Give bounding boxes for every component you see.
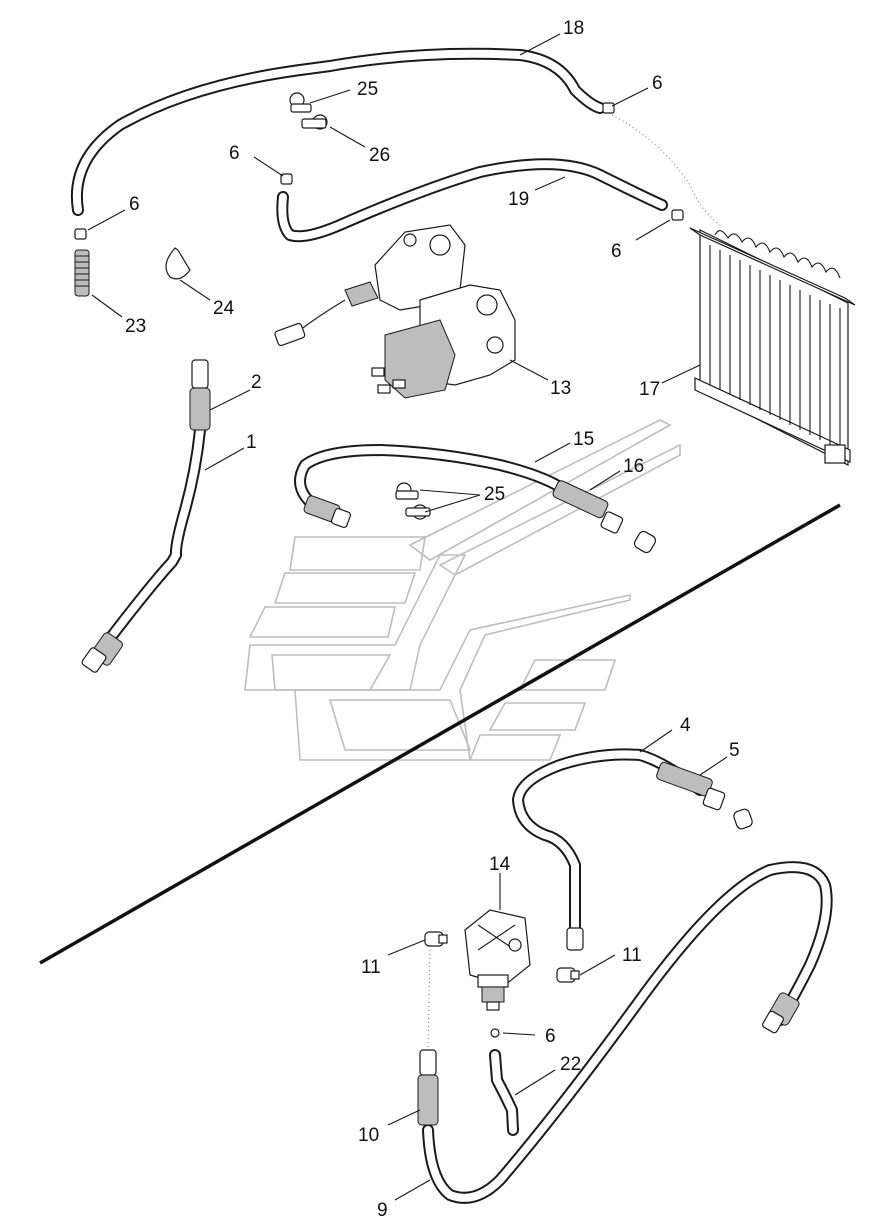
callout-5: 5: [729, 740, 740, 761]
callout-6-upper-mid: 6: [229, 143, 240, 164]
spring-23: [74, 249, 90, 297]
callout-23: 23: [125, 316, 146, 337]
hose-clamp-6d: [671, 209, 684, 221]
assembly-path-line: [611, 114, 721, 226]
oil-cooler-17: [689, 227, 856, 466]
callout-16: 16: [623, 456, 644, 477]
coolant-hose-18: [71, 47, 606, 216]
hose-end-fitting-lower: [81, 632, 123, 673]
callout-6-bottom: 6: [545, 1026, 556, 1047]
hose-assembly-15: [294, 444, 566, 529]
elbow-fitting-11b: [556, 967, 580, 983]
hose-assembly-4: [512, 748, 706, 951]
hose-clamp-6b: [280, 173, 293, 185]
callout-1: 1: [246, 432, 257, 453]
hose-fitting-10: [417, 1049, 439, 1126]
callout-11-left: 11: [361, 957, 381, 978]
leader-lines: [87, 33, 728, 1201]
p-clip-26: [301, 114, 328, 130]
p-clip-25b: [395, 482, 431, 520]
callout-26: 26: [369, 145, 390, 166]
callout-6-right: 6: [611, 241, 622, 262]
callout-17: 17: [639, 379, 660, 400]
hose-clamp-6a: [602, 102, 615, 114]
callout-6-top-right: 6: [652, 73, 663, 94]
elbow-fitting-11a: [424, 931, 448, 947]
hose-assembly-1: [99, 369, 206, 651]
hose-fitting-16: [552, 480, 624, 534]
callout-18: 18: [563, 18, 584, 39]
hose-clamp-6c: [74, 228, 87, 240]
callout-2: 2: [251, 372, 262, 393]
o-ring-6: [490, 1028, 500, 1038]
callout-14: 14: [489, 854, 511, 875]
filter-assembly-14: [464, 909, 531, 1011]
callout-4: 4: [680, 715, 691, 736]
callout-15: 15: [573, 429, 594, 450]
tie-strap-24: [165, 247, 191, 280]
hose-fitting-5: [656, 761, 726, 811]
callout-19: 19: [508, 189, 529, 210]
callout-25-lower: 25: [484, 484, 505, 505]
callout-25-upper: 25: [357, 79, 378, 100]
adapter-fitting: [733, 808, 753, 830]
watermark-logo: [244, 419, 681, 761]
callout-10: 10: [358, 1125, 379, 1146]
coolant-hose-19: [276, 158, 668, 243]
p-clip-25a: [289, 92, 312, 113]
callout-6-left: 6: [129, 194, 140, 215]
callout-22: 22: [560, 1054, 581, 1075]
hose-fitting-2: [189, 359, 211, 431]
elbow-fitting-upper: [633, 530, 657, 554]
callout-24: 24: [213, 298, 235, 319]
callout-13: 13: [550, 378, 571, 399]
injection-pump-13: [274, 224, 516, 399]
hose-assembly-9: [422, 861, 833, 1204]
callout-9: 9: [377, 1200, 388, 1221]
assembly-path-line-lower: [427, 949, 431, 1051]
section-divider-line: [39, 503, 841, 965]
callout-11-right: 11: [622, 945, 642, 966]
drain-tube-22: [489, 1049, 519, 1136]
